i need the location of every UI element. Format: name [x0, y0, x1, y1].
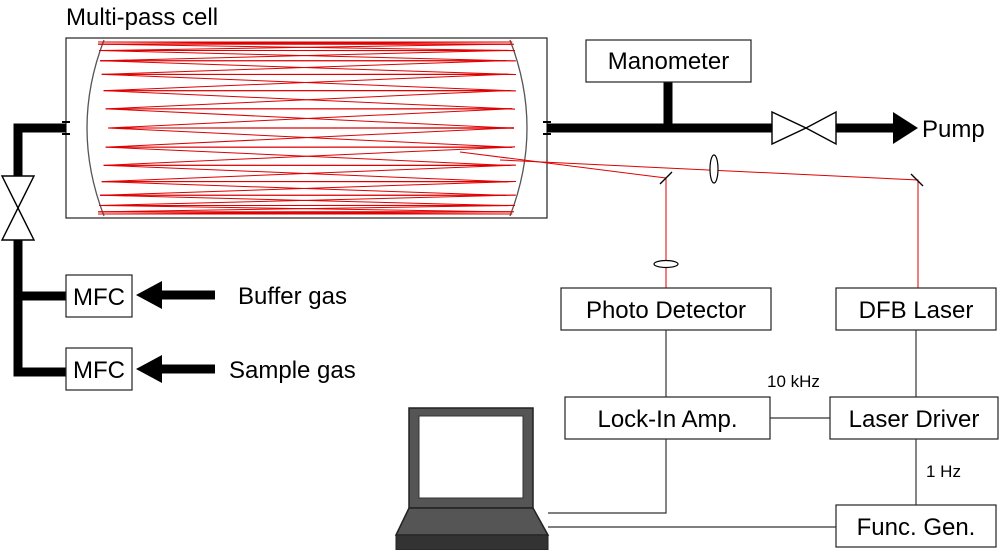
pump-arrow-head	[893, 112, 918, 144]
dfb-laser-label: DFB Laser	[859, 297, 974, 324]
buffer-gas-arrow-head	[136, 281, 162, 309]
laptop-computer-icon	[394, 407, 550, 550]
func-gen-label: Func. Gen.	[857, 514, 976, 541]
laser-beam	[499, 159, 919, 288]
multipass-beam-pattern	[97, 41, 517, 215]
func-gen-box	[835, 504, 997, 548]
lockin-to-computer-wire	[548, 439, 667, 514]
left-mirror	[86, 39, 105, 217]
photo-detector-label: Photo Detector	[586, 297, 746, 324]
buffer-gas-label: Buffer gas	[238, 283, 347, 310]
pump-label: Pump	[922, 116, 985, 143]
cell-beam-segment	[101, 181, 507, 196]
mfc-buffer-label: MFC	[73, 284, 125, 311]
inlet-pipe-bottom	[13, 240, 66, 377]
pump-valve-right	[804, 110, 837, 146]
cell-beam-segment	[101, 73, 516, 92]
modulation-frequency-label: 10 kHz	[767, 372, 820, 391]
focusing-lens	[653, 259, 679, 269]
cell-beam-segment	[100, 60, 517, 76]
manometer-box	[585, 39, 752, 83]
laptop-screen	[418, 415, 524, 499]
steering-mirror-laser	[910, 173, 924, 187]
manometer-label: Manometer	[608, 48, 729, 75]
right-mirror	[509, 39, 528, 217]
cell-beam-segment	[98, 43, 516, 52]
sample-gas-label: Sample gas	[229, 357, 356, 384]
inlet-valve-bottom	[0, 206, 36, 241]
laptop-base	[395, 534, 549, 550]
mfc-buffer-box	[65, 274, 133, 318]
cell-beam-segment	[103, 90, 516, 110]
laptop-keyboard	[394, 507, 550, 536]
cell-beam-segment	[105, 146, 511, 166]
cell-beam-segment	[100, 194, 509, 207]
mfc-sample-box	[65, 347, 133, 391]
cell-beam-segment	[103, 164, 509, 183]
inlet-valve-top	[0, 175, 36, 210]
cell-beam-segment	[98, 50, 516, 62]
laser-driver-box	[829, 396, 999, 440]
pump-valve-left	[771, 110, 808, 146]
cell-beam-segment	[105, 108, 514, 129]
lock-in-amp-label: Lock-In Amp.	[597, 406, 737, 433]
laser-driver-label: Laser Driver	[849, 406, 980, 433]
sweep-frequency-label: 1 Hz	[926, 462, 961, 481]
cell-beam-segment	[98, 204, 511, 213]
sample-gas-arrow-head	[136, 355, 162, 383]
mfc-sample-label: MFC	[73, 357, 125, 384]
steering-mirror-detector	[659, 171, 673, 185]
lock-in-amp-box	[564, 396, 771, 440]
multipass-cell-title: Multi-pass cell	[66, 4, 218, 31]
dfb-laser-box	[835, 287, 997, 331]
exit-beam	[459, 151, 667, 179]
collimating-lens	[709, 154, 719, 184]
cell-beam-segment	[107, 127, 513, 148]
inlet-pipe-top	[13, 123, 66, 176]
